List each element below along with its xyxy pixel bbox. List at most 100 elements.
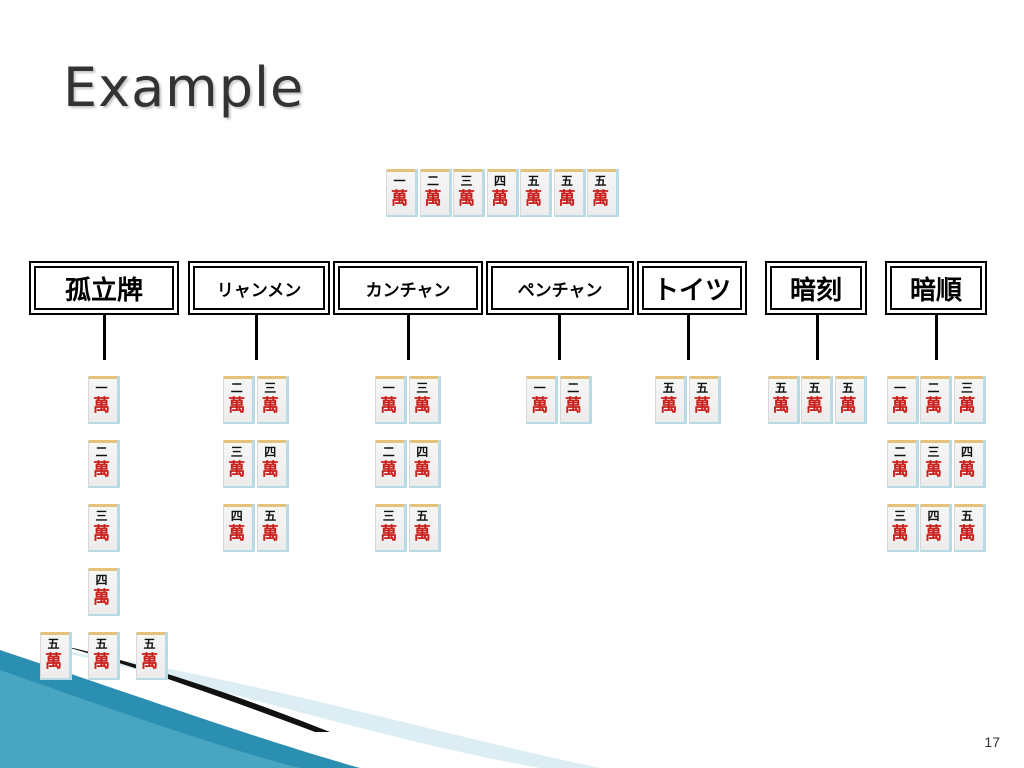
example-tile: 一萬 — [886, 376, 919, 424]
example-tile: 三萬 — [886, 504, 919, 552]
tile-suit: 萬 — [380, 524, 398, 544]
tile-rank: 四 — [493, 174, 506, 188]
category-box: 暗刻 — [765, 261, 867, 315]
tile-rank: 二 — [382, 445, 395, 459]
tile-rank: 五 — [594, 174, 607, 188]
example-tile: 一萬 — [526, 376, 559, 424]
hand-tile: 四萬 — [486, 169, 519, 217]
tile-rank: 二 — [567, 381, 580, 395]
tile-rank: 四 — [927, 509, 940, 523]
tile-rank: 五 — [808, 381, 821, 395]
example-tile: 五萬 — [655, 376, 688, 424]
tile-rank: 五 — [143, 637, 156, 651]
connector-line — [255, 315, 258, 360]
tile-suit: 萬 — [839, 396, 857, 416]
tile-rank: 五 — [841, 381, 854, 395]
tile-rank: 二 — [95, 445, 108, 459]
example-tile: 四萬 — [223, 504, 256, 552]
example-tile: 四萬 — [953, 440, 986, 488]
tile-rank: 四 — [416, 445, 429, 459]
tile-rank: 五 — [560, 174, 573, 188]
tile-rank: 五 — [527, 174, 540, 188]
example-tile: 五萬 — [953, 504, 986, 552]
category-box: ペンチャン — [486, 261, 634, 315]
example-tile: 五萬 — [408, 504, 441, 552]
tile-rank: 五 — [662, 381, 675, 395]
tile-rank: 三 — [264, 381, 277, 395]
category-label: 暗刻 — [770, 266, 862, 310]
tile-suit: 萬 — [424, 189, 442, 209]
tile-rank: 三 — [230, 445, 243, 459]
example-tile: 五萬 — [136, 632, 168, 680]
example-tile: 二萬 — [920, 376, 952, 424]
tile-suit: 萬 — [891, 396, 909, 416]
example-tile: 三萬 — [223, 440, 256, 488]
tile-suit: 萬 — [261, 460, 279, 480]
page-number: 17 — [984, 734, 1000, 750]
tile-suit: 萬 — [45, 652, 62, 672]
example-tile: 四萬 — [920, 504, 952, 552]
tile-suit: 萬 — [525, 189, 542, 209]
tile-suit: 萬 — [93, 652, 110, 672]
category-box: カンチャン — [333, 261, 483, 315]
connector-line — [407, 315, 410, 360]
category-box: リャンメン — [188, 261, 330, 315]
category-label: カンチャン — [338, 266, 478, 310]
example-tile: 三萬 — [88, 504, 120, 552]
example-tile: 二萬 — [559, 376, 592, 424]
example-tile: 五萬 — [834, 376, 867, 424]
example-tile: 四萬 — [408, 440, 441, 488]
tile-suit: 萬 — [93, 524, 110, 544]
tile-suit: 萬 — [806, 396, 823, 416]
tile-rank: 三 — [382, 509, 395, 523]
tile-suit: 萬 — [413, 524, 431, 544]
tile-suit: 萬 — [413, 396, 431, 416]
tile-suit: 萬 — [925, 460, 942, 480]
tile-rank: 二 — [426, 174, 439, 188]
tile-rank: 二 — [230, 381, 243, 395]
tile-rank: 五 — [95, 637, 108, 651]
tile-rank: 二 — [893, 445, 906, 459]
tile-rank: 五 — [696, 381, 709, 395]
example-tile: 二萬 — [223, 376, 256, 424]
decorative-swoosh — [0, 645, 600, 768]
slide-title: Example — [63, 56, 305, 119]
example-tile: 三萬 — [256, 376, 289, 424]
connector-line — [935, 315, 938, 360]
category-label: 暗順 — [890, 266, 982, 310]
tile-suit: 萬 — [891, 460, 909, 480]
tile-suit: 萬 — [228, 460, 246, 480]
tile-suit: 萬 — [413, 460, 431, 480]
tile-suit: 萬 — [261, 396, 279, 416]
tile-rank: 四 — [264, 445, 277, 459]
hand-tile: 二萬 — [419, 169, 452, 217]
hand-tile: 一萬 — [386, 169, 418, 217]
category-label: ペンチャン — [491, 266, 629, 310]
tile-suit: 萬 — [491, 189, 509, 209]
tile-suit: 萬 — [531, 396, 549, 416]
category-label: リャンメン — [193, 266, 325, 310]
tile-rank: 四 — [230, 509, 243, 523]
category-box: トイツ — [637, 261, 747, 315]
example-tile: 五萬 — [256, 504, 289, 552]
tile-suit: 萬 — [93, 460, 110, 480]
tile-suit: 萬 — [772, 396, 790, 416]
connector-line — [816, 315, 819, 360]
tile-rank: 五 — [960, 509, 973, 523]
example-tile: 二萬 — [375, 440, 408, 488]
tile-rank: 三 — [460, 174, 473, 188]
tile-rank: 三 — [893, 509, 906, 523]
tile-suit: 萬 — [228, 396, 246, 416]
category-label: 孤立牌 — [34, 266, 174, 310]
tile-suit: 萬 — [391, 189, 408, 209]
tile-suit: 萬 — [228, 524, 246, 544]
category-box: 孤立牌 — [29, 261, 179, 315]
example-tile: 三萬 — [953, 376, 986, 424]
connector-line — [103, 315, 106, 360]
tile-rank: 五 — [264, 509, 277, 523]
tile-rank: 四 — [95, 573, 108, 587]
hand-tile: 五萬 — [553, 169, 586, 217]
tile-rank: 四 — [960, 445, 973, 459]
example-tile: 五萬 — [801, 376, 833, 424]
hand-tile: 五萬 — [587, 169, 619, 217]
